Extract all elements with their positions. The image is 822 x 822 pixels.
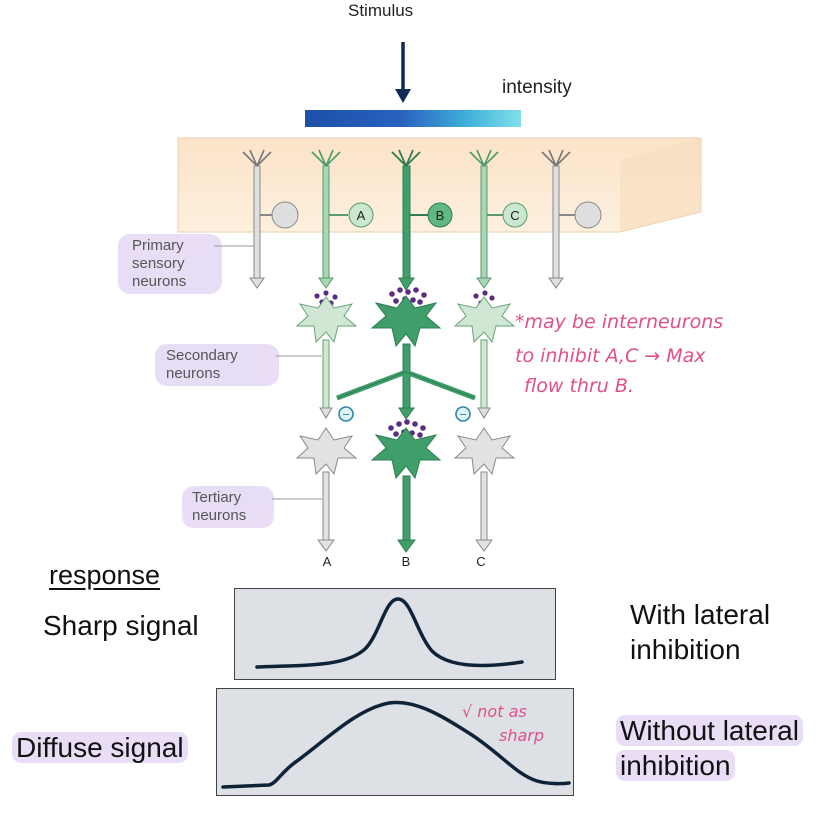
- secondary-neuron-b: [336, 295, 476, 420]
- bottom-letter-b: B: [402, 554, 411, 569]
- with-label-line2: inhibition: [630, 634, 741, 665]
- receptor-letter-a: A: [357, 208, 366, 223]
- stimulus-label: Stimulus: [348, 1, 414, 20]
- secondary-neuron-c: [453, 296, 516, 419]
- note2-line1: √ not as: [462, 702, 527, 721]
- with-lateral-inhibition-label: With lateral inhibition: [630, 597, 770, 667]
- note-line3: flow thru B.: [524, 375, 634, 397]
- skin-block: [177, 137, 702, 233]
- without-label-line1: Without lateral: [616, 715, 803, 746]
- receptor-letter-c: C: [510, 208, 519, 223]
- primary-label-line2: sensory: [132, 255, 185, 272]
- tertiary-neuron-c: [453, 427, 516, 552]
- inhibitory-synapse-a: −: [338, 406, 354, 422]
- receptor-letter-b: B: [436, 208, 445, 223]
- label-highlights: [118, 234, 279, 528]
- with-label-line1: With lateral: [630, 599, 771, 630]
- sharp-response-graph: [234, 588, 556, 680]
- note-line2: to inhibit A,C → Max: [515, 345, 706, 367]
- diffuse-response-graph: √ not as sharp: [216, 688, 574, 796]
- secondary-neuron-a: [295, 296, 358, 419]
- sharp-signal-label: Sharp signal: [43, 610, 199, 641]
- note-line1: *may be interneurons: [515, 311, 723, 333]
- inhibition-symbol-c: −: [459, 407, 467, 422]
- without-lateral-inhibition-label: Without lateral inhibition: [616, 713, 803, 783]
- without-label-line2: inhibition: [616, 750, 735, 781]
- sharp-response-curve: [255, 597, 524, 669]
- secondary-label-line1: Secondary: [166, 347, 238, 364]
- secondary-label-line2: neurons: [166, 365, 220, 382]
- inhibition-symbol-a: −: [342, 407, 350, 422]
- primary-neuron-b: [391, 149, 453, 291]
- diffuse-signal-label: Diffuse signal: [12, 730, 188, 765]
- primary-neuron-a: [311, 149, 374, 289]
- sharp-curve-svg: [255, 597, 524, 669]
- primary-label-line1: Primary: [132, 237, 184, 254]
- primary-neuron-5: [541, 149, 602, 289]
- tertiary-neuron-b: [370, 427, 442, 553]
- handwritten-note: *may be interneurons to inhibit A,C → Ma…: [515, 311, 723, 397]
- note2-line2: sharp: [499, 726, 544, 745]
- bottom-letter-c: C: [476, 554, 485, 569]
- primary-neuron-c: [469, 149, 528, 289]
- diffuse-response-curve: [221, 700, 571, 789]
- lateral-inhibition-diagram: A B C − −: [118, 42, 723, 569]
- primary-label-line3: neurons: [132, 273, 186, 290]
- stimulus-arrow: [395, 42, 411, 103]
- diffuse-curve-svg: √ not as sharp: [221, 700, 571, 789]
- tertiary-label-line1: Tertiary: [192, 489, 242, 506]
- intensity-label: intensity: [502, 77, 572, 98]
- intensity-gradient-bar: [305, 110, 521, 127]
- primary-neuron-1: [242, 149, 299, 289]
- response-label: response: [49, 560, 161, 590]
- diffuse-signal-text: Diffuse signal: [12, 732, 188, 763]
- tertiary-label-line2: neurons: [192, 507, 246, 524]
- label-leader-lines: [214, 245, 322, 500]
- bottom-letter-a: A: [323, 554, 332, 569]
- tertiary-neuron-a: [295, 427, 358, 552]
- inhibitory-synapse-c: −: [455, 406, 471, 422]
